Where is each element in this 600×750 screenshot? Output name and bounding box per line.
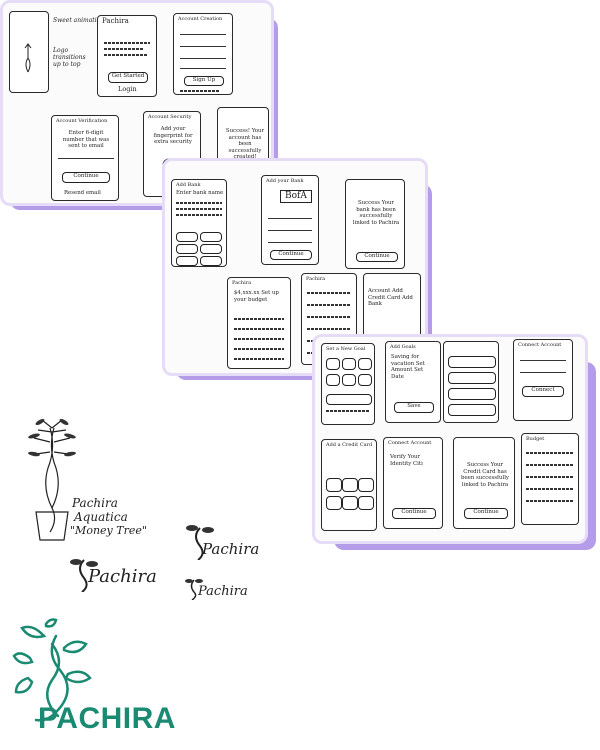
save-button[interactable]: Save xyxy=(394,402,434,413)
sign-up-button[interactable]: Sign Up xyxy=(184,76,224,86)
goal-category-button[interactable] xyxy=(326,374,340,386)
goal-category-button[interactable] xyxy=(358,358,372,370)
welcome-screen: Pachira Get Started Login xyxy=(97,15,157,97)
continue-button[interactable]: Continue xyxy=(356,252,398,262)
annotation-sweet-animation: Sweet animation xyxy=(53,17,105,24)
create-goal-button[interactable] xyxy=(326,394,372,405)
bank-option-button[interactable] xyxy=(200,244,222,254)
card-option-button[interactable] xyxy=(326,496,342,510)
logo-sketch-plant-icon xyxy=(186,525,214,560)
plant-caption-line-3: "Money Tree" xyxy=(70,524,147,537)
goals-list-screen xyxy=(443,341,499,423)
screen-title: Pachira xyxy=(306,276,326,282)
card-option-button[interactable] xyxy=(342,478,358,492)
bank-option-button[interactable] xyxy=(176,232,198,242)
screen-title: Add a Credit Card xyxy=(326,442,373,448)
security-instructions: Add your fingerprint for extra security xyxy=(153,126,193,145)
screen-title: Add Bank xyxy=(176,182,201,188)
add-credit-card-screen: Add a Credit Card xyxy=(321,439,377,531)
bank-option-button[interactable] xyxy=(176,256,198,266)
connect-button[interactable]: Connect xyxy=(522,386,564,397)
card-success-screen: Success Your Credit Card has been succes… xyxy=(453,437,515,529)
goal-item[interactable] xyxy=(448,372,496,384)
goal-item[interactable] xyxy=(448,404,496,416)
continue-button[interactable]: Continue xyxy=(392,508,436,519)
goal-category-button[interactable] xyxy=(342,358,356,370)
plant-caption-line-2: Aquatica xyxy=(74,510,128,524)
screen-title: Add Goals xyxy=(390,344,416,350)
screen-title: Pachira xyxy=(102,17,129,25)
goal-form: Saving for vacation Set Amount Set Date xyxy=(391,354,425,380)
continue-button[interactable]: Continue xyxy=(62,172,110,183)
goal-category-button[interactable] xyxy=(358,374,372,386)
goal-item[interactable] xyxy=(448,388,496,400)
bank-option-button[interactable] xyxy=(200,256,222,266)
logo-sketch-plant-icon xyxy=(185,579,203,600)
connect-account-screen: Connect Account Connect xyxy=(513,339,573,421)
budget-screen: Budget xyxy=(521,433,579,525)
screen-title: Set a New Goal xyxy=(326,346,366,352)
verification-instructions: Enter 6-digit number that was sent to em… xyxy=(62,130,110,149)
pachira-logo-mark xyxy=(12,618,92,722)
verify-text: Verify Your Identity Citi xyxy=(390,454,423,467)
continue-button[interactable]: Continue xyxy=(270,250,312,260)
account-verification-screen: Account Verification Enter 6-digit numbe… xyxy=(51,115,119,201)
card-option-button[interactable] xyxy=(358,496,374,510)
card-option-button[interactable] xyxy=(342,496,358,510)
card-option-button[interactable] xyxy=(358,478,374,492)
logo-sketch-plant-icon xyxy=(70,559,98,592)
bank-logo: BofA xyxy=(280,190,312,203)
success-message: Success! Your account has been successfu… xyxy=(225,128,265,160)
continue-button[interactable]: Continue xyxy=(464,508,508,519)
screen-title: Pachira xyxy=(232,280,252,286)
menu-options: Account Add Credit Card Add Bank xyxy=(368,288,413,307)
add-goals-screen: Add Goals Saving for vacation Set Amount… xyxy=(385,341,441,423)
set-goal-screen: Set a New Goal xyxy=(321,343,375,425)
add-your-bank-screen: Add your Bank BofA Continue xyxy=(261,175,319,265)
screen-title: Add your Bank xyxy=(266,178,304,184)
success-message: Success Your Credit Card has been succes… xyxy=(461,462,509,488)
bank-search: Enter bank name xyxy=(176,190,224,196)
annotation-logo-transition: Logo transitions up to top xyxy=(53,47,86,68)
splash-screen xyxy=(9,11,49,93)
pachira-logo-wordmark: PACHIRA xyxy=(38,702,176,735)
logo-sketch-text-2: Pachira xyxy=(202,540,260,558)
screen-title: Budget xyxy=(526,436,545,442)
sheet-1-photo: Sweet animation Logo transitions up to t… xyxy=(0,0,274,206)
goal-category-button[interactable] xyxy=(342,374,356,386)
screen-title: Connect Account xyxy=(388,440,432,446)
screen-title: Account Security xyxy=(148,114,192,120)
success-message: Success Your bank has been successfully … xyxy=(352,200,400,226)
resend-email-link[interactable]: Resend email xyxy=(64,190,101,196)
dashboard-screen: Pachira $4,xxx.xx Set up your budget xyxy=(227,277,291,369)
bank-option-button[interactable] xyxy=(176,244,198,254)
screen-title: Connect Account xyxy=(518,342,562,348)
bank-option-button[interactable] xyxy=(200,232,222,242)
logo-sketch-text-1: Pachira xyxy=(88,566,157,587)
plant-caption-line-1: Pachira xyxy=(72,496,118,510)
screen-title: Account Verification xyxy=(56,118,108,124)
plant-sprout-icon xyxy=(24,43,32,73)
verify-identity-screen: Connect Account Verify Your Identity Cit… xyxy=(383,437,443,529)
login-link[interactable]: Login xyxy=(118,85,137,93)
goal-category-button[interactable] xyxy=(326,358,340,370)
bank-success-screen: Success Your bank has been successfully … xyxy=(345,179,405,269)
add-bank-screen: Add Bank Enter bank name xyxy=(171,179,227,267)
get-started-button[interactable]: Get Started xyxy=(108,72,148,83)
sheet-3-photo: Set a New Goal Add Goals Saving for vaca… xyxy=(312,334,588,544)
card-option-button[interactable] xyxy=(326,478,342,492)
goal-item[interactable] xyxy=(448,356,496,368)
account-creation-screen: Account Creation Sign Up xyxy=(173,13,233,95)
logo-sketch-text-3: Pachira xyxy=(198,584,248,599)
balance-budget: $4,xxx.xx Set up your budget xyxy=(234,290,279,303)
sheet-2-photo: Add Bank Enter bank name Add your Bank B… xyxy=(162,158,428,376)
money-tree-plant-sketch xyxy=(28,418,76,541)
screen-title: Account Creation xyxy=(178,16,223,22)
